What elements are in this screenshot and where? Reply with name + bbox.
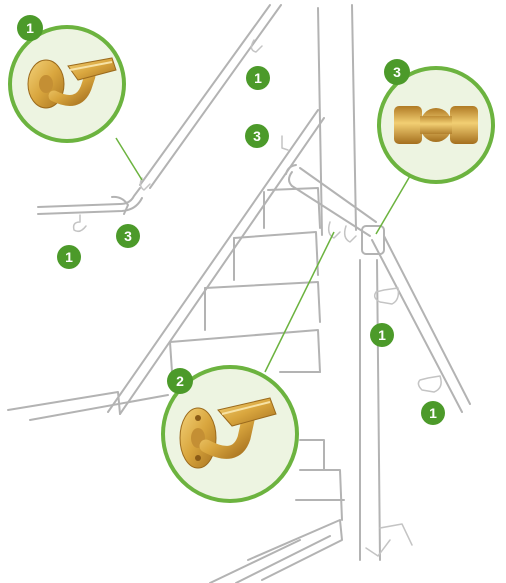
svg-text:1: 1 — [378, 327, 386, 343]
svg-text:3: 3 — [124, 228, 132, 244]
callout-bracket-top — [10, 27, 124, 141]
marker-1-right-rail-lower: 1 — [421, 401, 445, 425]
callout-badge-3: 3 — [384, 59, 410, 85]
svg-text:1: 1 — [254, 70, 262, 86]
svg-text:1: 1 — [65, 249, 73, 265]
svg-text:3: 3 — [253, 128, 261, 144]
marker-1-upper-rail: 1 — [246, 66, 270, 90]
svg-text:3: 3 — [393, 64, 401, 80]
marker-1-right-rail-upper: 1 — [370, 323, 394, 347]
callout-badge-1: 1 — [17, 15, 43, 41]
marker-3-newel: 3 — [245, 124, 269, 148]
callout-connector-right — [379, 68, 493, 182]
svg-text:2: 2 — [176, 373, 184, 389]
callout-badge-2: 2 — [167, 368, 193, 394]
svg-text:1: 1 — [26, 20, 34, 36]
marker-1-landing: 1 — [57, 245, 81, 269]
svg-text:1: 1 — [429, 405, 437, 421]
marker-3-landing-corner: 3 — [116, 224, 140, 248]
